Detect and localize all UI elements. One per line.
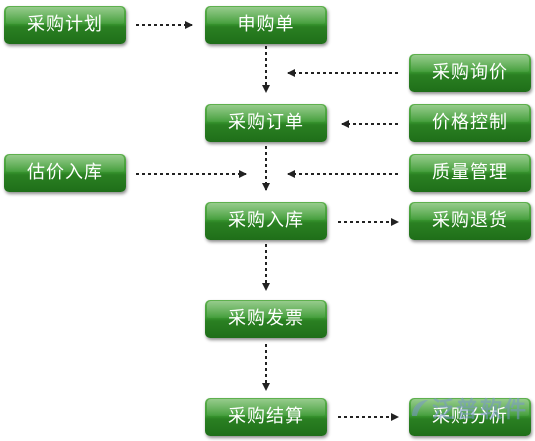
- node-plan-label: 采购计划: [27, 14, 103, 35]
- node-estimate-in[interactable]: 估价入库: [4, 154, 126, 192]
- node-return-label: 采购退货: [432, 210, 508, 231]
- node-return[interactable]: 采购退货: [409, 202, 531, 240]
- node-inquiry[interactable]: 采购询价: [409, 54, 531, 92]
- node-invoice-label: 采购发票: [228, 308, 304, 329]
- node-settle-label: 采购结算: [228, 406, 304, 427]
- node-requisition[interactable]: 申购单: [205, 6, 327, 44]
- node-analysis-label: 采购分析: [432, 406, 508, 427]
- node-purchase-in-label: 采购入库: [228, 210, 304, 231]
- node-price-control-label: 价格控制: [432, 112, 508, 133]
- node-requisition-label: 申购单: [237, 14, 295, 35]
- node-estimate-in-label: 估价入库: [27, 162, 103, 183]
- node-quality[interactable]: 质量管理: [409, 154, 531, 192]
- node-price-control[interactable]: 价格控制: [409, 104, 531, 142]
- node-inquiry-label: 采购询价: [432, 62, 508, 83]
- node-invoice[interactable]: 采购发票: [205, 300, 327, 338]
- node-quality-label: 质量管理: [432, 162, 508, 183]
- node-order-label: 采购订单: [228, 112, 304, 133]
- node-order[interactable]: 采购订单: [205, 104, 327, 142]
- node-purchase-in[interactable]: 采购入库: [205, 202, 327, 240]
- node-analysis[interactable]: 采购分析: [409, 398, 531, 436]
- node-settle[interactable]: 采购结算: [205, 398, 327, 436]
- node-plan[interactable]: 采购计划: [4, 6, 126, 44]
